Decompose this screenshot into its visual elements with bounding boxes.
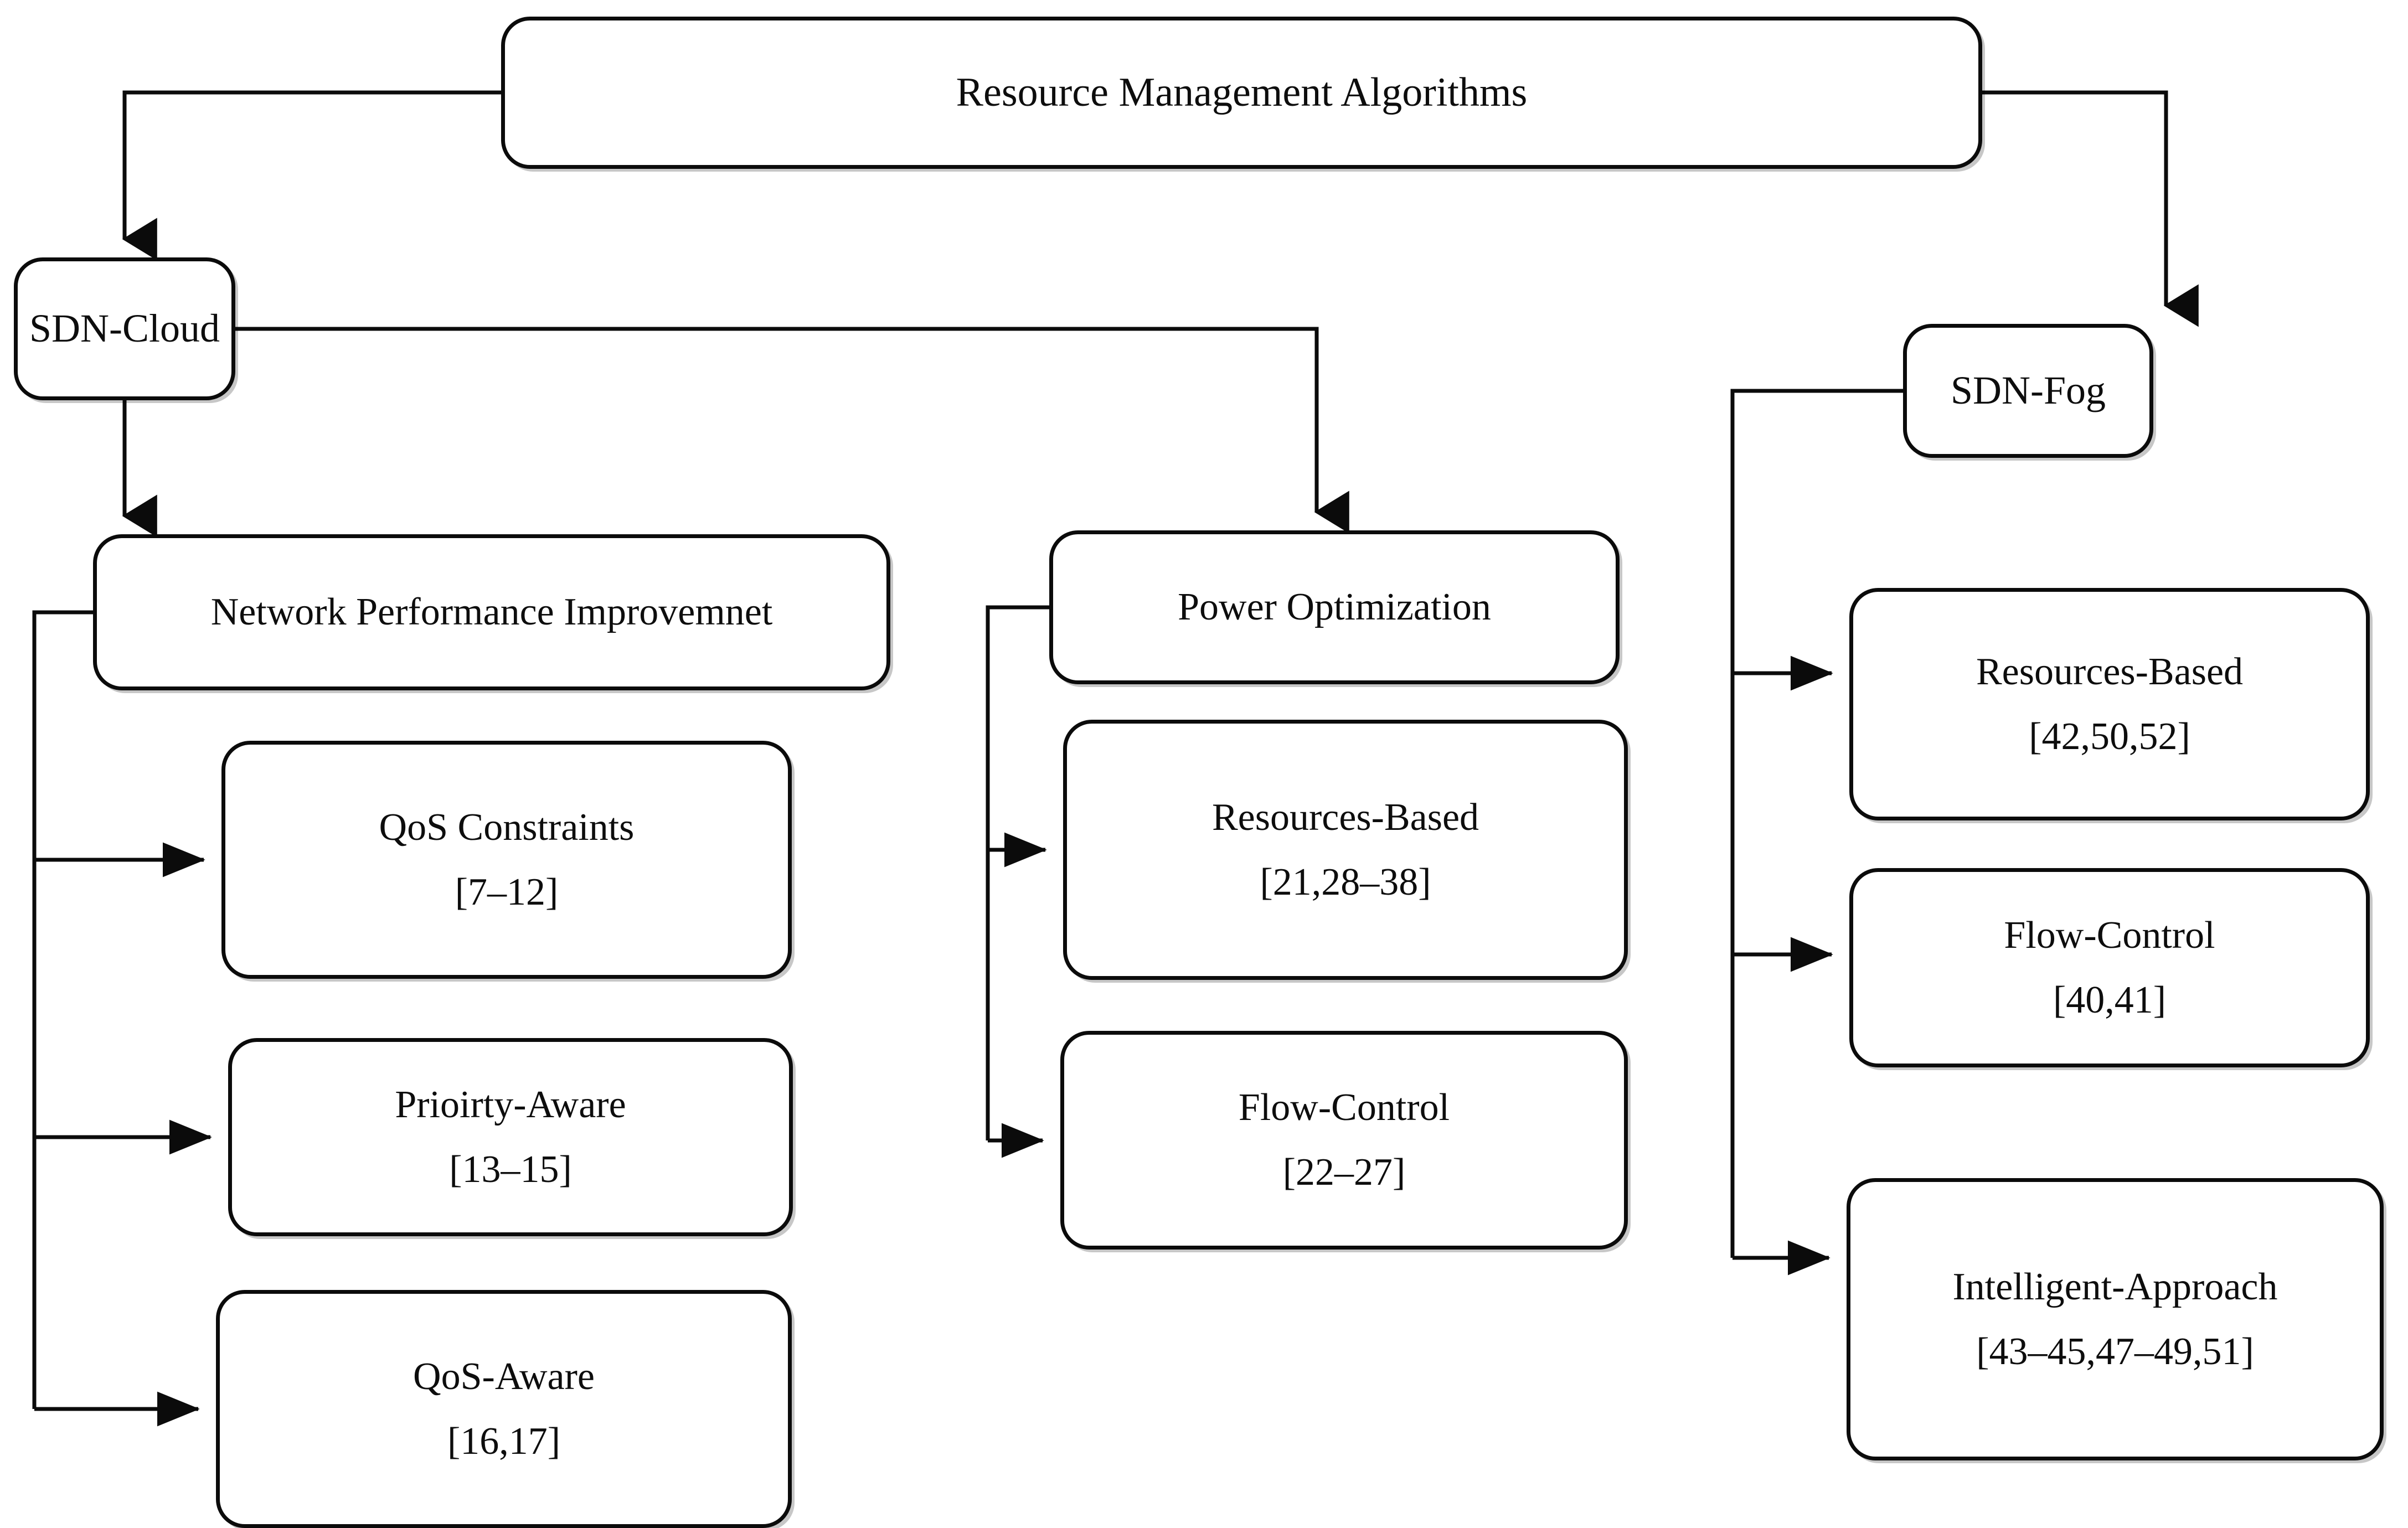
node-flow-control-power[interactable]: Flow-Control [22–27] (1060, 1031, 1628, 1250)
edge-npi-trunk (32, 610, 93, 1409)
node-label: QoS Constraints (379, 806, 635, 849)
node-references: [42,50,52] (2029, 715, 2190, 758)
node-label: Prioirty-Aware (395, 1083, 626, 1126)
node-label: Power Optimization (1178, 586, 1491, 629)
node-power-optimization[interactable]: Power Optimization (1049, 530, 1620, 684)
node-label: Intelligent-Approach (1952, 1265, 2278, 1308)
node-label: Flow-Control (2004, 913, 2215, 957)
node-label: SDN-Fog (1950, 368, 2106, 413)
node-references: [16,17] (447, 1419, 561, 1463)
edge-sdn-fog-trunk (1730, 389, 1903, 1258)
node-resource-management-algorithms[interactable]: Resource Management Algorithms (501, 17, 1982, 169)
edge-sdn-cloud-to-power-opt (235, 327, 1349, 534)
node-priority-aware[interactable]: Prioirty-Aware [13–15] (228, 1038, 793, 1236)
node-qos-constraints[interactable]: QoS Constraints [7–12] (221, 741, 792, 979)
edge-root-to-sdn-fog (1982, 90, 2199, 327)
node-references: [22–27] (1282, 1151, 1406, 1194)
node-label: Network Performance Improvemnet (210, 591, 773, 634)
node-label: SDN-Cloud (29, 306, 220, 351)
node-label: Resources-Based (1211, 796, 1479, 839)
node-network-performance-improvement[interactable]: Network Performance Improvemnet (93, 534, 890, 690)
node-resources-based-power[interactable]: Resources-Based [21,28–38] (1063, 720, 1628, 980)
node-qos-aware[interactable]: QoS-Aware [16,17] (216, 1290, 792, 1528)
edge-power-opt-trunk (986, 605, 1049, 1140)
node-label: Resources-Based (1976, 650, 2244, 693)
node-references: [43–45,47–49,51] (1976, 1330, 2254, 1373)
node-sdn-fog[interactable]: SDN-Fog (1903, 324, 2153, 458)
node-label: Resource Management Algorithms (956, 69, 1528, 115)
node-intelligent-approach[interactable]: Intelligent-Approach [43–45,47–49,51] (1847, 1178, 2384, 1460)
node-sdn-cloud[interactable]: SDN-Cloud (14, 257, 235, 400)
node-flow-control-fog[interactable]: Flow-Control [40,41] (1849, 868, 2370, 1067)
node-references: [40,41] (2053, 978, 2167, 1021)
node-references: [7–12] (455, 870, 559, 913)
node-resources-based-fog[interactable]: Resources-Based [42,50,52] (1849, 588, 2370, 820)
edge-root-to-sdn-cloud (122, 90, 501, 261)
node-label: Flow-Control (1238, 1086, 1450, 1129)
node-references: [21,28–38] (1260, 860, 1431, 904)
node-references: [13–15] (449, 1148, 572, 1191)
node-label: QoS-Aware (413, 1355, 595, 1398)
